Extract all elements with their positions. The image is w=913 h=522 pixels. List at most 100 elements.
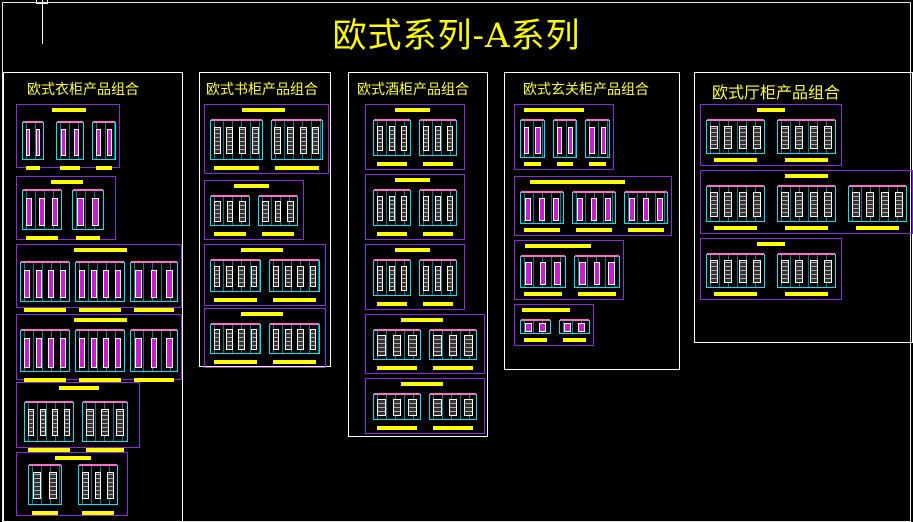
- glass-door: [392, 398, 402, 417]
- door-panel: [115, 338, 121, 368]
- glass-door: [434, 126, 442, 151]
- door-panel: [135, 338, 143, 368]
- panel-entry-cabinet[interactable]: [504, 72, 680, 370]
- door-panel: [589, 127, 595, 155]
- glass-door: [724, 260, 733, 284]
- drawing-group: [16, 244, 182, 308]
- label-bar: [785, 174, 828, 178]
- glass-door: [724, 192, 733, 217]
- glass-door: [448, 335, 458, 356]
- cabinet-drawing: [572, 191, 616, 224]
- glass-door: [94, 472, 102, 500]
- glass-door: [434, 196, 442, 221]
- label-bar: [79, 308, 121, 312]
- label-bar: [214, 298, 257, 302]
- label-bar: [401, 318, 443, 322]
- glass-door: [250, 329, 258, 350]
- door-panel: [150, 269, 158, 298]
- door-panel: [103, 338, 109, 368]
- drawing-group: [365, 314, 485, 374]
- cabinet-drawing: [22, 189, 62, 230]
- glass-door: [285, 329, 292, 350]
- drawing-group: [204, 244, 326, 306]
- door-panel: [525, 262, 532, 285]
- glass-door: [866, 192, 875, 217]
- glass-door: [422, 126, 430, 151]
- label-bar: [589, 162, 606, 166]
- label-bar: [578, 292, 616, 296]
- glass-door: [710, 126, 719, 150]
- glass-door: [297, 265, 304, 288]
- cabinet-drawing: [848, 185, 907, 222]
- label-bar: [525, 244, 591, 248]
- drawing-group: [365, 174, 465, 240]
- label-bar: [240, 248, 284, 252]
- door-panel: [36, 269, 42, 298]
- glass-door: [250, 265, 258, 288]
- panel-wine-cabinet-title: 欧式酒柜产品组合: [357, 82, 469, 98]
- label-bar: [79, 378, 121, 382]
- cabinet-drawing: [419, 119, 457, 156]
- drawing-group: [16, 382, 140, 448]
- label-bar: [423, 162, 453, 166]
- label-bar: [377, 162, 407, 166]
- cabinet-drawing: [270, 119, 323, 160]
- cabinet-drawing: [429, 393, 477, 420]
- label-bar: [522, 308, 570, 312]
- cabinet-drawing: [22, 121, 44, 160]
- label-bar: [96, 166, 112, 170]
- panel-entry-cabinet-title: 欧式玄关柜产品组合: [523, 82, 649, 98]
- glass-door: [213, 201, 221, 222]
- cabinet-drawing: [419, 189, 457, 226]
- glass-door: [48, 472, 58, 500]
- glass-door: [226, 127, 234, 155]
- label-bar: [214, 232, 246, 236]
- glass-door: [408, 398, 417, 417]
- glass-door: [376, 196, 384, 221]
- cabinet-drawing: [210, 259, 261, 292]
- door-panel: [51, 197, 58, 226]
- glass-door: [738, 126, 747, 150]
- door-panel: [563, 323, 571, 333]
- cabinet-drawing: [78, 464, 118, 505]
- door-panel: [552, 198, 560, 221]
- glass-door: [213, 127, 221, 155]
- label-bar: [86, 448, 124, 452]
- label-bar: [273, 360, 316, 364]
- cabinet-drawing: [429, 329, 477, 360]
- glass-door: [213, 265, 221, 288]
- cabinet-drawing: [777, 119, 836, 154]
- door-panel: [26, 197, 33, 226]
- label-bar: [529, 180, 625, 184]
- cabinet-drawing: [269, 259, 320, 292]
- glass-door: [823, 260, 832, 284]
- label-bar: [524, 228, 560, 232]
- label-bar: [51, 180, 83, 184]
- label-bar: [423, 232, 453, 236]
- label-bar: [26, 236, 58, 240]
- label-bar: [524, 338, 547, 342]
- door-panel: [165, 269, 173, 298]
- panel-bookcase[interactable]: [199, 72, 331, 367]
- glass-door: [376, 266, 384, 291]
- cabinet-drawing: [24, 401, 74, 442]
- glass-door: [297, 329, 304, 350]
- label-bar: [273, 298, 316, 302]
- label-bar: [74, 248, 128, 252]
- glass-door: [309, 329, 317, 350]
- door-panel: [578, 323, 585, 333]
- glass-door: [781, 126, 790, 150]
- panel-wine-cabinet[interactable]: [348, 72, 488, 437]
- label-bar: [214, 166, 259, 170]
- label-bar: [785, 292, 828, 296]
- glass-door: [115, 409, 124, 437]
- glass-door: [377, 335, 386, 356]
- door-panel: [48, 338, 54, 368]
- label-bar: [524, 162, 541, 166]
- drawing-group: [514, 240, 624, 300]
- door-panel: [115, 269, 121, 298]
- door-panel: [36, 338, 42, 368]
- door-panel: [593, 262, 601, 285]
- drawing-group: [514, 304, 594, 346]
- glass-door: [823, 192, 832, 217]
